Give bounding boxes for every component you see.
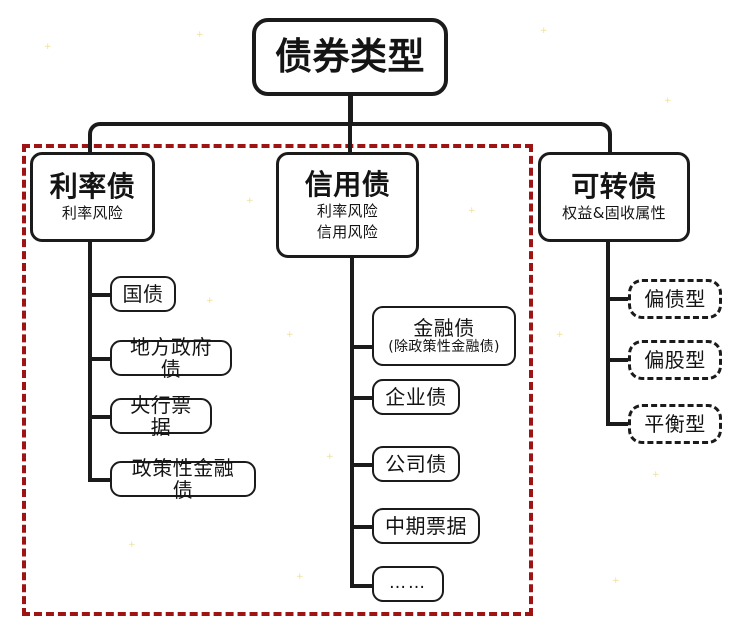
leaf-node-conv-3[interactable]: 平衡型 xyxy=(628,404,722,444)
category-node-credit-bonds[interactable]: 信用债 利率风险 信用风险 xyxy=(276,152,419,258)
watermark-speck: + xyxy=(196,30,204,40)
leaf-node-credit-5[interactable]: …… xyxy=(372,566,444,602)
leaf-node-credit-1[interactable]: 金融债 (除政策性金融债) xyxy=(372,306,516,366)
connector-stub-conv-2 xyxy=(606,358,632,362)
leaf-conv-3-label: 平衡型 xyxy=(644,411,706,436)
category-conv-label: 可转债 xyxy=(571,169,657,203)
watermark-speck: + xyxy=(556,330,564,340)
connector-stub-credit-1 xyxy=(350,345,376,349)
category-credit-label: 信用债 xyxy=(304,167,391,201)
connector-elbow-right xyxy=(586,122,612,154)
connector-stub-rate-3 xyxy=(88,415,114,419)
leaf-credit-1-label: 金融债 xyxy=(413,315,475,340)
root-node-label: 债券类型 xyxy=(275,35,425,79)
watermark-speck: + xyxy=(652,470,660,480)
leaf-node-conv-2[interactable]: 偏股型 xyxy=(628,340,722,380)
connector-stub-conv-1 xyxy=(606,297,632,301)
category-rate-label: 利率债 xyxy=(49,169,136,203)
connector-stub-conv-3 xyxy=(606,422,632,426)
red-dashed-highlight-region xyxy=(22,144,533,616)
leaf-node-conv-1[interactable]: 偏债型 xyxy=(628,279,722,319)
leaf-credit-4-label: 中期票据 xyxy=(385,513,467,538)
leaf-credit-2-label: 企业债 xyxy=(385,384,447,409)
leaf-rate-1-label: 国债 xyxy=(122,281,164,306)
leaf-node-rate-4[interactable]: 政策性金融债 xyxy=(110,456,256,501)
connector-root-stem xyxy=(348,96,353,126)
watermark-speck: + xyxy=(664,96,672,106)
leaf-credit-1-note: (除政策性金融债) xyxy=(388,338,500,355)
leaf-credit-3-label: 公司债 xyxy=(385,451,447,476)
leaf-node-rate-2[interactable]: 地方政府债 xyxy=(110,335,232,380)
leaf-conv-2-label: 偏股型 xyxy=(644,347,706,372)
connector-stub-credit-5 xyxy=(350,584,376,588)
leaf-node-credit-4[interactable]: 中期票据 xyxy=(372,508,480,544)
connector-trunk-conv xyxy=(606,242,610,426)
leaf-node-credit-2[interactable]: 企业债 xyxy=(372,379,460,415)
connector-stub-rate-4 xyxy=(88,478,114,482)
connector-stub-rate-1 xyxy=(88,293,114,297)
connector-trunk-rate xyxy=(88,242,92,482)
leaf-rate-4-label: 政策性金融债 xyxy=(131,455,235,502)
category-node-rate-bonds[interactable]: 利率债 利率风险 xyxy=(30,152,155,242)
root-node-bond-types[interactable]: 债券类型 xyxy=(252,18,448,96)
connector-stub-rate-2 xyxy=(88,357,114,361)
watermark-speck: + xyxy=(44,42,52,52)
category-conv-sub1: 权益&固收属性 xyxy=(562,204,666,223)
category-node-convertible-bonds[interactable]: 可转债 权益&固收属性 xyxy=(538,152,690,242)
watermark-speck: + xyxy=(540,26,548,36)
connector-stem-credit xyxy=(348,122,352,154)
category-rate-sub1: 利率风险 xyxy=(61,204,124,223)
leaf-node-credit-3[interactable]: 公司债 xyxy=(372,446,460,482)
connector-trunk-credit xyxy=(350,258,354,588)
leaf-rate-3-label: 央行票据 xyxy=(130,392,192,439)
leaf-conv-1-label: 偏债型 xyxy=(644,286,706,311)
leaf-rate-2-label: 地方政府债 xyxy=(130,334,212,381)
connector-main-bar xyxy=(110,122,602,126)
connector-elbow-left xyxy=(88,122,114,154)
category-credit-sub2: 信用风险 xyxy=(316,222,379,241)
leaf-node-rate-1[interactable]: 国债 xyxy=(110,276,176,312)
watermark-speck: + xyxy=(612,576,620,586)
category-credit-sub1: 利率风险 xyxy=(316,201,379,220)
leaf-credit-5-label: …… xyxy=(389,573,427,594)
connector-stub-credit-4 xyxy=(350,525,376,529)
leaf-node-rate-3[interactable]: 央行票据 xyxy=(110,393,212,438)
connector-stub-credit-3 xyxy=(350,463,376,467)
connector-stub-credit-2 xyxy=(350,396,376,400)
